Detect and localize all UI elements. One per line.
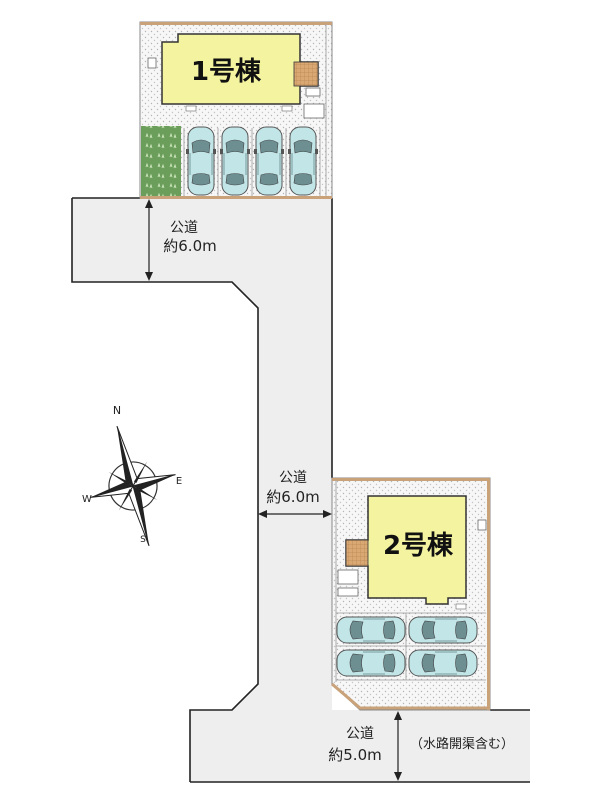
arrowhead-down [394,772,402,781]
lot-1-parking [183,126,321,196]
lot-2-meter [337,587,359,597]
lot-2-parking [336,612,486,681]
lot-1-fence-south [140,196,332,199]
arrowhead-down [145,272,153,281]
lot-2-aircon-unit [477,519,487,531]
parked-car [219,126,251,196]
lot-2-fence-east [487,478,490,710]
south-road-note-label: （水路開渠含む） [410,736,514,752]
lot-1-meter [281,105,293,112]
building-1-entrance-tiles [293,61,319,87]
lot-1-aircon-unit [305,87,321,97]
middle-road-type-label: 公道 [279,470,307,486]
lot-1-fence-north [140,22,332,25]
lot-1: 1号棟 [139,21,333,199]
building-1-label: 1号棟 [191,57,262,87]
compass-s-label: S [140,535,146,545]
parked-car [408,649,478,677]
compass-west-point [90,481,133,498]
arrowhead-right [323,510,332,518]
parked-car [287,126,319,196]
compass-diagonal-point [118,488,133,511]
lot-1-step [303,103,325,119]
parked-car [336,616,406,644]
road-edge-west [71,198,259,782]
south-road-type-label: 公道 [346,726,374,742]
lot-2: 2号棟 [331,477,491,711]
road-surface [72,198,530,782]
arrowhead-up [145,199,153,208]
arrowhead-left [258,510,267,518]
lot-2-step [337,569,359,585]
parked-car [185,126,217,196]
compass-diagonal-point [133,461,148,484]
compass-e-label: E [176,476,182,487]
lot-2-fence-north [332,478,490,481]
south-road-width-label: 約5.0m [328,746,381,764]
building-2-entrance-tiles [345,539,369,567]
lot-2-fence-south [331,682,490,710]
compass-west-point [90,485,135,498]
compass-east-point [133,474,176,491]
compass-n-label: N [113,404,121,417]
arrowhead-up [394,711,402,720]
compass-north-point [116,426,133,486]
dimension-south-road: 公道 約5.0m （水路開渠含む） [328,711,514,781]
lot-1-lawn [141,126,181,196]
lot-1-aircon-unit [147,57,157,69]
middle-road-width-label: 約6.0m [266,488,319,506]
dimension-north-road: 公道 約6.0m [145,199,217,281]
lot-2-meter [455,603,467,610]
compass-east-point [131,474,176,487]
parked-car [408,616,478,644]
lot-1-meter [185,105,197,112]
building-2-label: 2号棟 [383,531,454,561]
north-road-type-label: 公道 [170,220,198,236]
north-road-width-label: 約6.0m [163,237,216,255]
compass-diagonal-point [108,471,131,486]
compass-rose [90,425,176,547]
road-network [71,197,530,783]
compass-w-label: W [82,494,92,505]
dimension-middle-road: 公道 約6.0m [258,470,332,518]
parked-car [253,126,285,196]
parked-car [336,649,406,677]
compass-diagonal-point [135,486,158,501]
